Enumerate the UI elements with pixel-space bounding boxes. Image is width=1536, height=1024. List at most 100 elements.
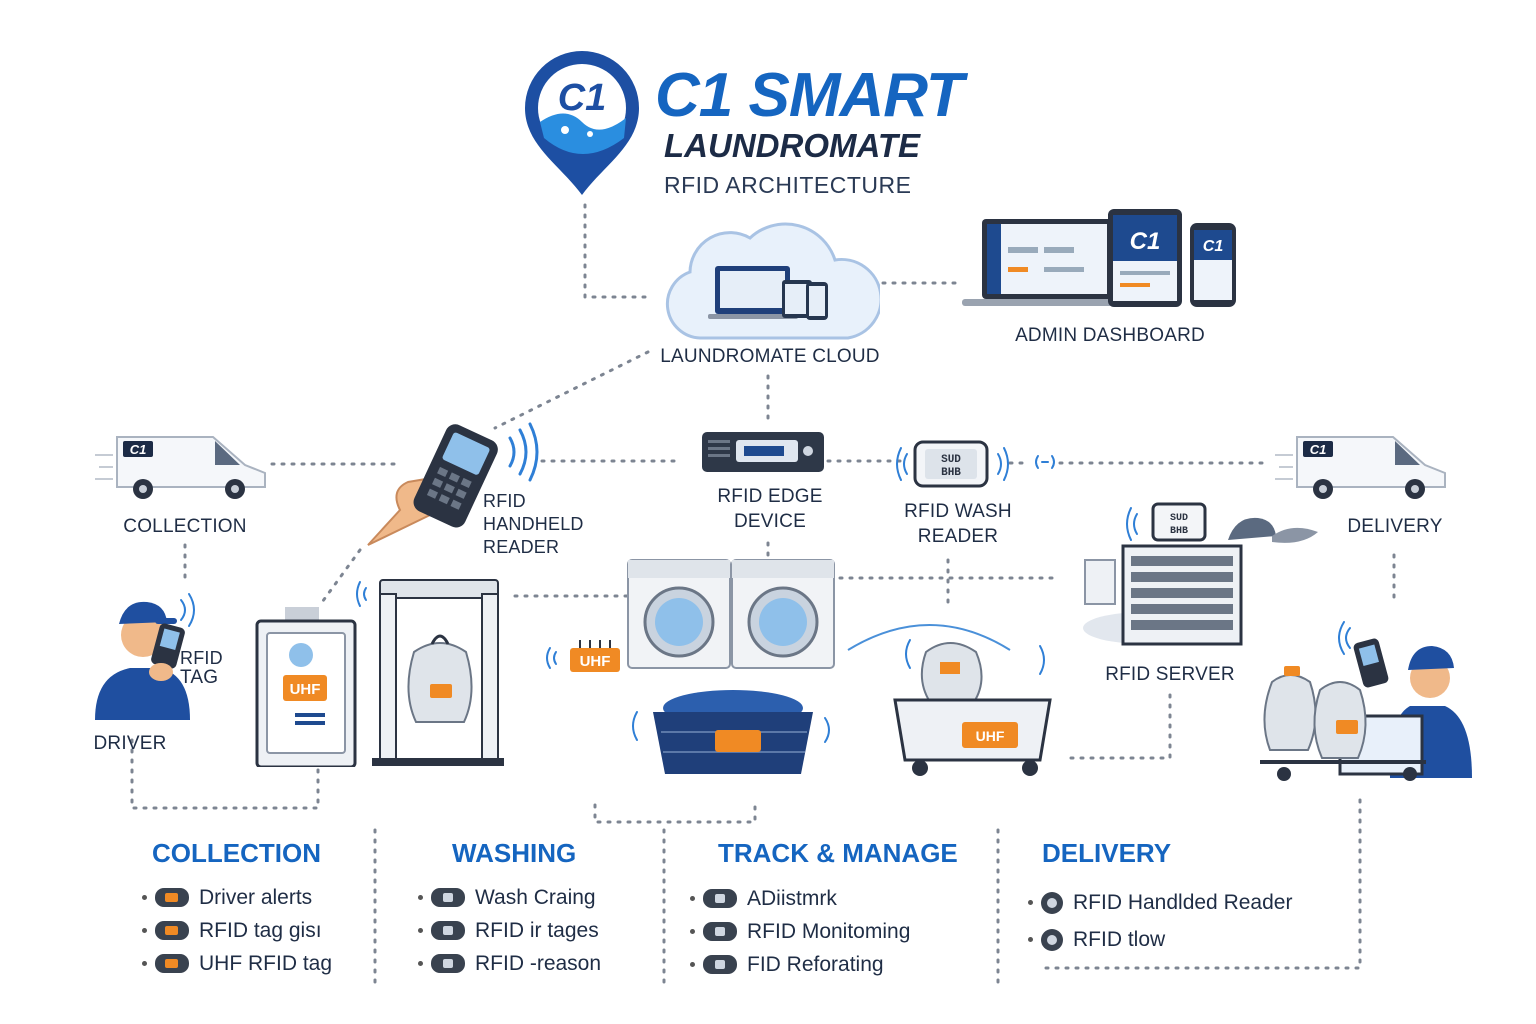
- reader-icon: [1041, 928, 1063, 951]
- list-item: RFID -reason: [418, 947, 601, 980]
- rfid-tag-label-2: TAG: [180, 667, 219, 688]
- section-list-track-manage: ADiistmrk RFID Monitoming FID Reforating: [690, 882, 910, 981]
- section-title-washing: WASHING: [452, 838, 577, 868]
- edge-device-icon: [702, 432, 824, 472]
- admin-label: ADMIN DASHBOARD: [1015, 325, 1205, 346]
- cloud-label: LAUNDROMATE CLOUD: [660, 346, 880, 367]
- section-title-collection: COLLECTION: [152, 838, 321, 868]
- edge-label-1: RFID EDGE: [717, 486, 823, 507]
- brand-tagline: RFID ARCHITECTURE: [664, 172, 912, 198]
- list-item: ADiistmrk: [690, 882, 910, 915]
- list-item-label: Driver alerts: [199, 885, 313, 909]
- rfid-tag-label: RFID TAG: [180, 648, 250, 688]
- handheld-label-2: HANDHELD: [483, 514, 584, 534]
- bullet-icon: [690, 929, 695, 934]
- brand-subtitle: LAUNDROMATE: [664, 127, 921, 164]
- phone-badge: C1: [1203, 238, 1224, 255]
- tag-icon: [155, 954, 189, 973]
- driver-label: DRIVER: [93, 733, 167, 754]
- logo-text: C1: [558, 77, 607, 119]
- list-item-label: RFID Handlded Reader: [1073, 890, 1293, 914]
- list-item-label: RFID Monitoming: [747, 919, 911, 943]
- list-item: UHF RFID tag: [142, 947, 332, 980]
- tag-station-uhf: UHF: [290, 681, 321, 698]
- server-label: RFID SERVER: [1105, 664, 1235, 685]
- list-item-label: RFID tlow: [1073, 927, 1166, 951]
- washer-right: [731, 559, 835, 669]
- wash-reader-icon: SUD BHB: [896, 440, 1009, 488]
- wash-reader-label-2: READER: [917, 526, 999, 547]
- section-list-washing: Wash Craing RFID ir tages RFID -reason: [418, 881, 601, 980]
- list-item: Driver alerts: [142, 881, 332, 914]
- laundry-bag-icon: [407, 634, 473, 723]
- bullet-icon: [418, 961, 423, 966]
- van-icon: C1: [1275, 436, 1446, 499]
- section-list-delivery: RFID Handlded Reader RFID tlow: [1028, 884, 1292, 958]
- cloud-icon: [665, 222, 880, 340]
- server-rack-icon: SUD BHB: [1083, 502, 1243, 646]
- bullet-icon: [418, 928, 423, 933]
- wash-reader-label: RFID WASH READER: [878, 499, 1038, 549]
- phone-icon: C1: [1190, 223, 1236, 307]
- delivery-worker-icon: [1260, 621, 1472, 781]
- bullet-icon: [142, 895, 147, 900]
- bullet-icon: [418, 895, 423, 900]
- signal-icon: [1035, 455, 1055, 469]
- delivery-van-label: DELIVERY: [1347, 516, 1443, 537]
- handheld-label-3: READER: [483, 537, 560, 557]
- list-item: Wash Craing: [418, 881, 601, 914]
- uhf-tag-text: UHF: [580, 653, 611, 670]
- tag-icon: [431, 954, 465, 973]
- bullet-icon: [142, 928, 147, 933]
- list-item: RFID Monitoming: [690, 915, 910, 948]
- list-item: RFID Handlded Reader: [1028, 884, 1292, 921]
- list-item-label: FID Reforating: [747, 952, 884, 976]
- brand-title: C1 SMART: [655, 61, 964, 130]
- tag-icon: [155, 888, 189, 907]
- wash-reader-label-1: RFID WASH: [904, 501, 1012, 522]
- tag-icon: [703, 889, 737, 908]
- bullet-icon: [142, 961, 147, 966]
- van-badge: C1: [1310, 442, 1327, 457]
- handheld-label-1: RFID: [483, 491, 526, 511]
- edge-label-2: DEVICE: [734, 511, 806, 532]
- bullet-icon: [1028, 937, 1033, 942]
- cap-icon: [1228, 517, 1318, 543]
- list-item: RFID ir tages: [418, 914, 601, 947]
- section-title-track-manage: TRACK & MANAGE: [718, 838, 958, 868]
- admin-devices: C1 C1: [962, 209, 1236, 307]
- list-item-label: RFID tag gisı: [199, 918, 322, 942]
- section-list-collection: Driver alerts RFID tag gisı UHF RFID tag: [142, 881, 332, 980]
- laptop-icon: [962, 219, 1132, 306]
- handheld-label: RFID HANDHELD READER: [483, 490, 593, 559]
- uhf-tag-icon: UHF: [546, 640, 620, 672]
- rfid-gate-icon: [356, 579, 504, 766]
- washing-machine-icon: [627, 559, 835, 669]
- list-item: RFID tag gisı: [142, 914, 332, 947]
- van-icon: C1: [95, 436, 266, 499]
- rfid-tag-label-1: RFID: [180, 648, 223, 668]
- reader-icon: [1041, 891, 1063, 914]
- tag-icon: [703, 955, 737, 974]
- bullet-icon: [1028, 900, 1033, 905]
- server-screen-2: BHB: [1170, 526, 1188, 537]
- server-screen-1: SUD: [1170, 513, 1188, 524]
- washer-left: [627, 559, 731, 669]
- tag-icon: [155, 921, 189, 940]
- map-pin-logo-icon: C1: [525, 51, 639, 195]
- list-item-label: RFID ir tages: [475, 918, 599, 942]
- laundry-basket-icon: [632, 690, 830, 774]
- collection-van-label: COLLECTION: [123, 516, 247, 537]
- bullet-icon: [690, 896, 695, 901]
- cart-uhf-text: UHF: [976, 728, 1005, 744]
- wash-screen-2: BHB: [941, 467, 961, 479]
- list-item-label: Wash Craing: [475, 885, 596, 909]
- section-title-delivery: DELIVERY: [1042, 838, 1172, 868]
- list-item-label: RFID -reason: [475, 951, 602, 975]
- list-item: RFID tlow: [1028, 921, 1292, 958]
- driver-icon: [95, 593, 195, 720]
- tag-icon: [703, 922, 737, 941]
- list-item-label: UHF RFID tag: [199, 951, 333, 975]
- tablet-icon: C1: [1108, 209, 1182, 307]
- tag-icon: [431, 888, 465, 907]
